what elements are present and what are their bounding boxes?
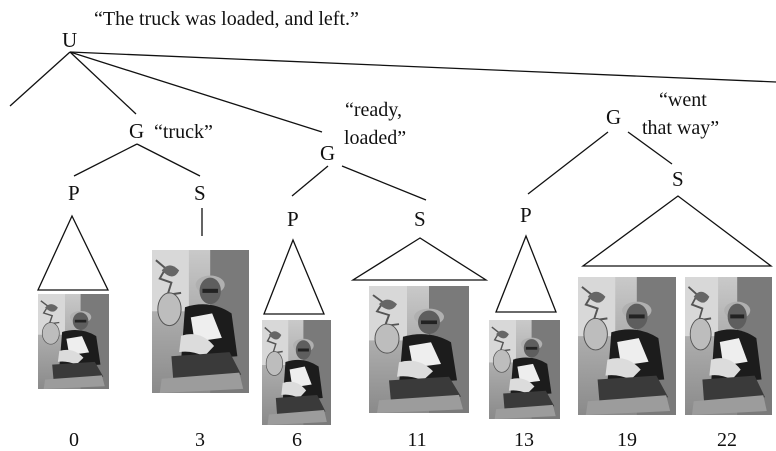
frame-number-19: 19: [617, 429, 637, 451]
group-3-p-triangle: [495, 234, 557, 313]
root-edge-group-2: [69, 51, 323, 133]
group-1-edge-s: [136, 143, 201, 177]
group-2-quote-line-2: loaded”: [344, 127, 406, 149]
group-2-p-label: P: [287, 207, 299, 231]
group-1-label: G: [129, 119, 144, 143]
group-2-s-triangle: [350, 237, 489, 281]
group-1-p-triangle: [36, 214, 110, 291]
root-quote: “The truck was loaded, and left.”: [94, 8, 359, 30]
root-node-label: U: [62, 28, 77, 52]
frame-number-0: 0: [69, 429, 79, 451]
frame-image-13: [489, 320, 560, 419]
root-edge-left: [9, 51, 71, 107]
root-edge-group-1: [69, 51, 137, 115]
group-2-p-triangle: [263, 238, 325, 315]
group-2-quote-line-1: “ready,: [345, 99, 402, 121]
frame-image-22: [685, 277, 772, 415]
frame-number-11: 11: [407, 429, 426, 451]
group-2-s-label: S: [414, 207, 426, 231]
group-3-s-triangle: [581, 195, 773, 267]
group-2-edge-s: [341, 165, 427, 201]
frame-image-0: [38, 294, 109, 389]
frame-number-6: 6: [292, 429, 302, 451]
frame-image-11: [369, 286, 469, 413]
group-3-quote-line-1: “went: [659, 89, 707, 111]
group-1-quote: “truck”: [154, 121, 213, 143]
frame-image-19: [578, 277, 676, 415]
group-3-quote-line-2: that way”: [642, 117, 719, 139]
root-edge-right: [69, 51, 776, 83]
frame-number-13: 13: [514, 429, 534, 451]
group-1-edge-p: [73, 143, 138, 177]
group-1-p-label: P: [68, 181, 80, 205]
group-3-s-label: S: [672, 167, 684, 191]
group-3-edge-p: [527, 131, 609, 195]
group-2-edge-p: [291, 165, 329, 197]
group-2-label: G: [320, 141, 335, 165]
frame-number-22: 22: [717, 429, 737, 451]
frame-image-3: [152, 250, 249, 393]
group-3-edge-s: [627, 131, 673, 165]
group-1-s-label: S: [194, 181, 206, 205]
group-3-label: G: [606, 105, 621, 129]
group-3-p-label: P: [520, 203, 532, 227]
frame-number-3: 3: [195, 429, 205, 451]
frame-image-6: [262, 320, 331, 425]
